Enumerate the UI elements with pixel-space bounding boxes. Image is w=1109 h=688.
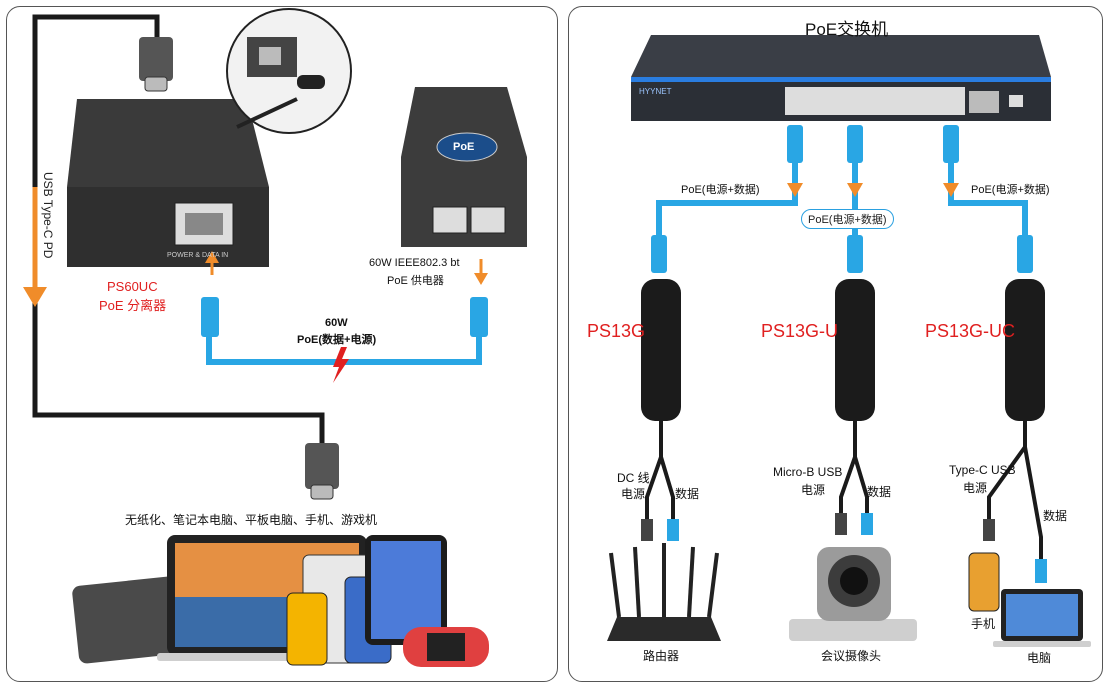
out1-power-a: DC 线: [617, 471, 650, 485]
link-label-1: PoE(电源+数据): [681, 184, 760, 196]
model-ps13g-uc: PS13G-UC: [925, 321, 1016, 341]
usbc-plug-bottom: [305, 443, 339, 489]
injector-port-2: [470, 206, 506, 234]
link-label-3: PoE(电源+数据): [971, 184, 1050, 196]
injector-spec: 60W IEEE802.3 bt: [369, 257, 460, 269]
cable-3: [943, 125, 1033, 273]
lightning-icon: [333, 347, 349, 383]
cable-1: [651, 125, 803, 273]
model-ps13g-u: PS13G-U: [761, 321, 839, 341]
splitter-model: PS60UC: [107, 279, 158, 294]
out2-data: 数据: [867, 485, 892, 499]
devices-caption: 无纸化、笔记本电脑、平板电脑、手机、游戏机: [125, 513, 378, 527]
injector-out-arrow: [474, 273, 488, 285]
phone-icon: [968, 552, 1000, 612]
device-phone: 手机: [971, 617, 996, 631]
device-phone-1: [286, 592, 328, 666]
splitter-ps13g-uc: [1005, 279, 1045, 421]
device-laptop: 电脑: [1027, 651, 1052, 665]
rj45-plug-left: [201, 297, 219, 337]
out2-power-b: 电源: [801, 483, 826, 497]
out3-power-b: 电源: [963, 481, 988, 495]
out2-power-a: Micro-B USB: [773, 465, 843, 479]
splitter-ps13g-u: [835, 279, 875, 421]
splitter-ps13g: [641, 279, 681, 421]
splitter-port-label: POWER & DATA IN: [167, 252, 229, 259]
injector-port-1: [432, 206, 468, 234]
injector-logo-text: PoE: [453, 141, 475, 153]
splitter-in-arrow: [205, 251, 219, 263]
device-paperless: [72, 575, 189, 664]
switch-brand: HYYNET: [639, 87, 672, 96]
usbc-plug-top: [139, 37, 173, 81]
rj45-plug-right: [470, 297, 488, 337]
switch-title: PoE交换机: [805, 20, 889, 39]
left-diagram: [23, 8, 527, 667]
out3-data: 数据: [1043, 509, 1068, 523]
out3-power-a: Type-C USB: [949, 463, 1016, 477]
device-router: 路由器: [643, 649, 680, 663]
link-label-2: PoE(电源+数据): [801, 209, 894, 229]
model-ps13g: PS13G: [587, 321, 646, 341]
usb-arrow-head: [23, 287, 47, 307]
right-panel: PoE交换机 HYYNET PoE(电源+数据) PoE(电源+数据) PoE(…: [568, 6, 1103, 682]
link-desc: PoE(数据+电源): [297, 334, 377, 346]
out1-power-b: 电源: [621, 487, 646, 501]
right-diagram: [607, 35, 1091, 647]
injector-name: PoE 供电器: [387, 275, 444, 287]
splitter-name: PoE 分离器: [99, 298, 167, 313]
injector-logo: [436, 132, 498, 162]
left-panel: USB Type-C PD PS60UC PoE 分离器 POWER & DAT…: [6, 6, 558, 682]
device-camera: 会议摄像头: [821, 649, 882, 663]
switch-ports: [785, 87, 965, 115]
camera-icon: [789, 547, 917, 641]
link-power: 60W: [325, 317, 348, 329]
laptop-icon: [993, 589, 1091, 647]
router-icon: [607, 543, 721, 641]
out1-data: 数据: [675, 487, 700, 501]
usb-type-c-label: USB Type-C PD: [41, 172, 55, 259]
switch-top: [631, 35, 1051, 77]
cable-2: [847, 125, 863, 273]
